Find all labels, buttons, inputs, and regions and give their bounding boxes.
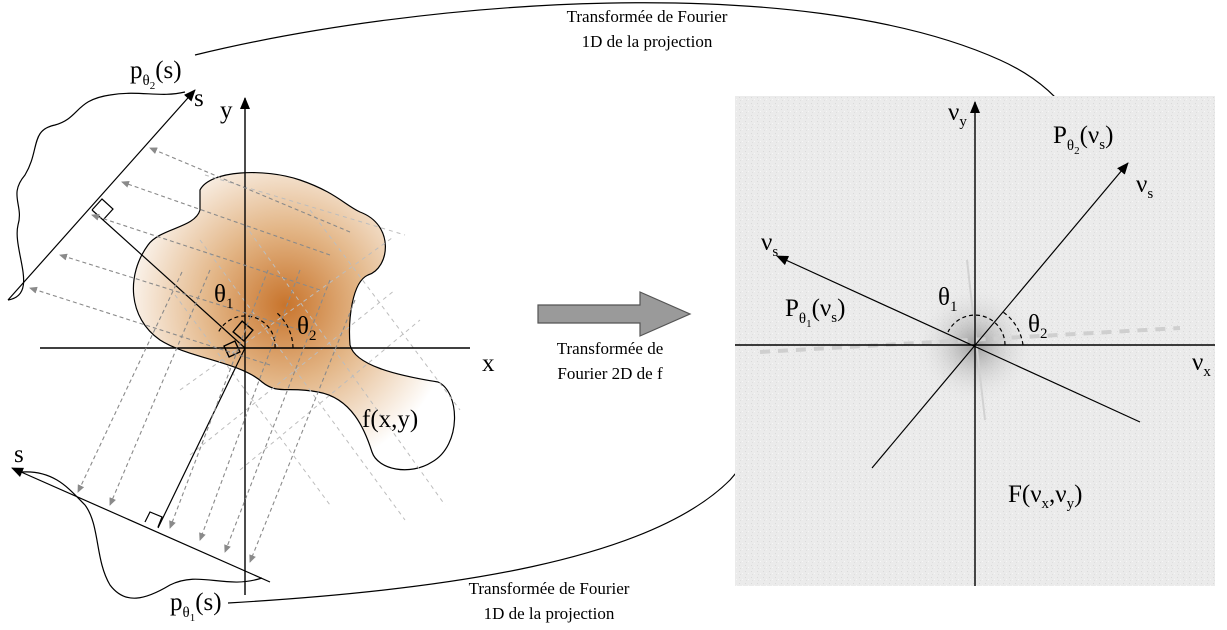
- fourier-2d-caption-line2: Fourier 2D de f: [557, 364, 663, 383]
- origin-square-1: [232, 320, 254, 342]
- projection-rays-lower: [77, 269, 356, 563]
- s-axis-upper: [7, 89, 196, 301]
- s-label-upper: s: [194, 85, 204, 112]
- projection-label-upper: pθ2(s): [130, 57, 182, 92]
- fourier-2d-arrow: [537, 291, 692, 337]
- top-caption-line2: 1D de la projection: [582, 32, 713, 51]
- nu-s-label-lower: νs: [761, 229, 778, 260]
- connector-lower: [157, 347, 246, 529]
- slice-theta2-line: [871, 162, 1129, 469]
- theta2-arc: [276, 312, 294, 349]
- bottom-caption-line2: 1D de la projection: [484, 604, 615, 623]
- spectral-streak: [759, 326, 1181, 354]
- nu-s-label-upper: νs: [1136, 171, 1153, 202]
- frequency-domain-panel: νx νy νs νs θ1 θ2 Pθ2(νs) Pθ1(νs) F(νx,ν…: [735, 96, 1215, 586]
- right-angle-lower: [144, 511, 163, 528]
- s-axis-lower: [11, 467, 271, 583]
- top-curved-arrow: [194, 2, 1073, 119]
- fourier-2d-caption-line1: Transformée de: [557, 339, 664, 358]
- nu-theta1-arc: [947, 314, 1006, 346]
- projection-curve-lower: [21, 471, 263, 599]
- function-label: f(x,y): [362, 406, 418, 433]
- theta2-label: θ2: [297, 313, 316, 344]
- connector-upper: [91, 209, 246, 349]
- right-angle-upper: [91, 198, 114, 221]
- theta1-label: θ1: [214, 281, 233, 312]
- transform-arrow-group: Transformée de Fourier 2D de f: [537, 291, 692, 383]
- projection-curve-upper: [7, 91, 186, 301]
- bottom-caption-line1: Transformée de Fourier: [469, 579, 630, 598]
- nu-y-label: νy: [948, 99, 967, 130]
- density-blob: [132, 172, 456, 471]
- y-axis-label: y: [220, 97, 233, 124]
- projection-rays-upper: [29, 147, 351, 366]
- top-caption-line1: Transformée de Fourier: [567, 7, 728, 26]
- nu-theta1-label: θ1: [938, 284, 957, 315]
- nu-theta2-label: θ2: [1028, 311, 1047, 342]
- slice-theta1-line: [776, 255, 1141, 423]
- F-label: F(νx,νy): [1008, 481, 1082, 512]
- P-theta1-label: Pθ1(νs): [785, 295, 845, 330]
- P-theta2-label: Pθ2(νs): [1053, 122, 1113, 157]
- projection-label-lower: pθ1(s): [170, 589, 222, 624]
- spatial-domain-panel: x y f(x,y) θ1 θ2 s s pθ2(s) pθ1(s): [7, 57, 495, 624]
- nu-x-label: νx: [1192, 349, 1211, 380]
- theta1-arc: [217, 315, 276, 349]
- s-label-lower: s: [14, 441, 24, 468]
- nu-theta2-arc: [1002, 311, 1024, 346]
- x-axis-label: x: [482, 350, 495, 377]
- spectral-streak-vertical: [966, 259, 986, 421]
